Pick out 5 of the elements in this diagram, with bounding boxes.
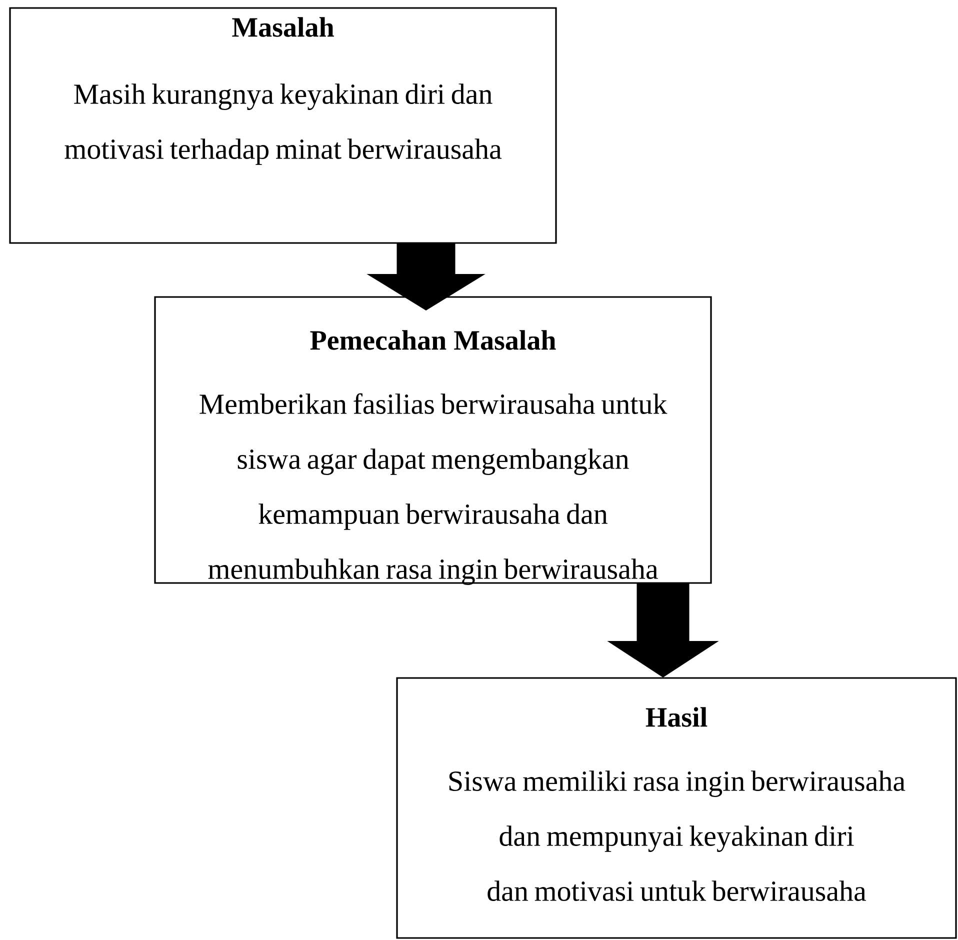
block-arrow [367, 244, 485, 310]
process-box: Masalah Masih kurangnya keyakinan diri dan motivasi terhadap minat berwirausaha [9, 7, 557, 244]
process-box: Hasil Siswa memiliki rasa ingin berwirausaha dan mempunyai keyakinan diri dan motivasi untuk berwirausaha [396, 677, 957, 939]
process-box: Pemecahan Masalah Memberikan fasilias berwirausaha untuk siswa agar dapat mengembangkan kemampuan berwirausaha dan menumbuhkan rasa ingin berwirausaha [154, 296, 712, 585]
block-arrow [608, 584, 718, 678]
